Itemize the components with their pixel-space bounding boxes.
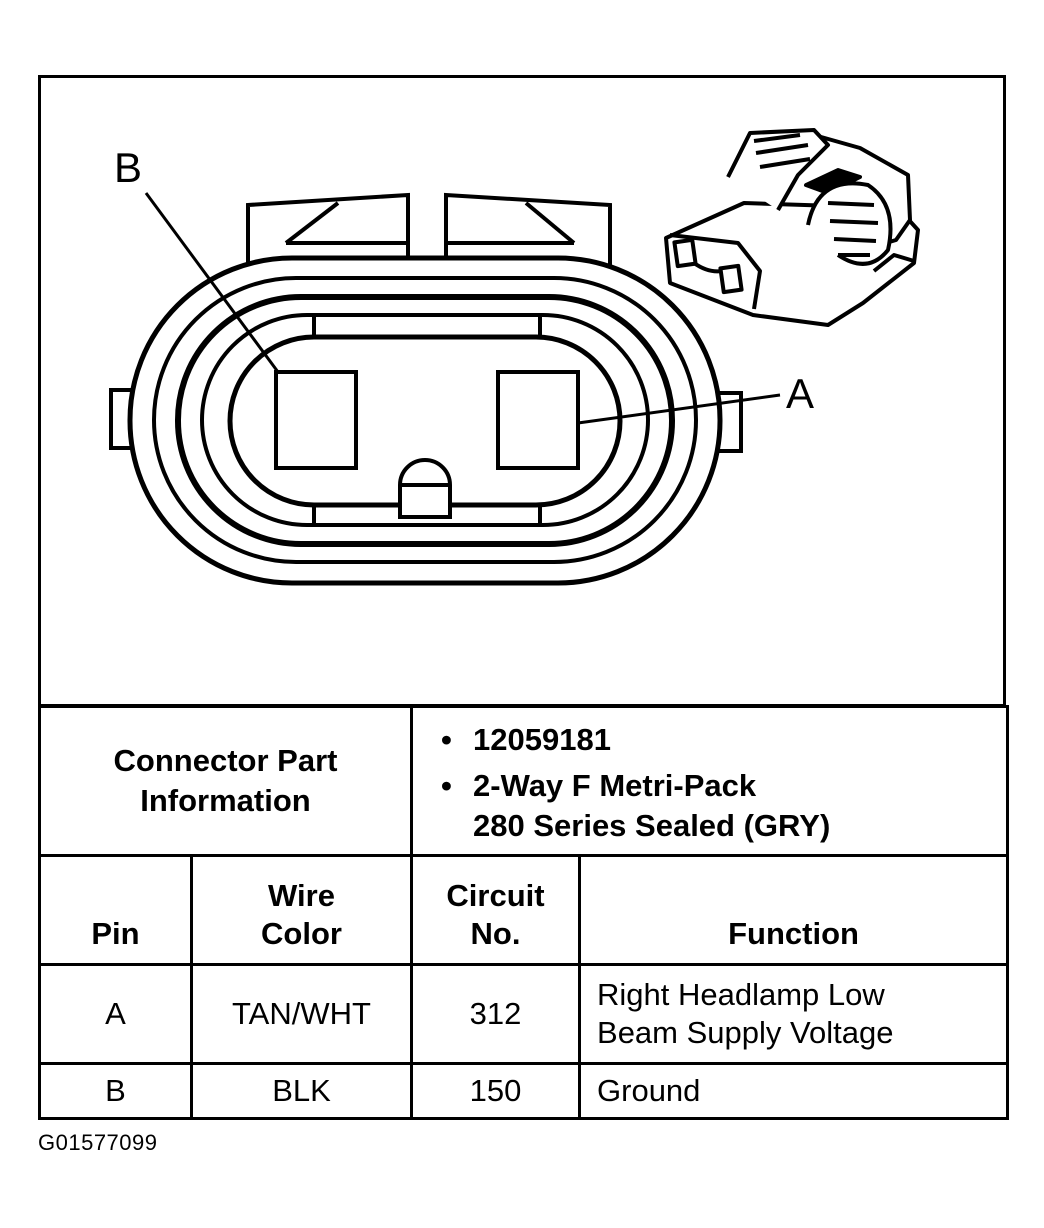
cell-function-line1: Right Headlamp Low bbox=[597, 977, 885, 1012]
cell-function-line2: Beam Supply Voltage bbox=[597, 1015, 894, 1050]
cavity-a bbox=[496, 370, 580, 470]
cell-wire-color: BLK bbox=[189, 1062, 414, 1120]
cell-circuit: 312 bbox=[410, 963, 582, 1065]
header-pin: Pin bbox=[38, 854, 193, 966]
connector-diagram: B A bbox=[38, 75, 1006, 707]
polarizing-key bbox=[398, 458, 452, 519]
connector-info-table: Connector Part Information 12059181 2-Wa… bbox=[37, 705, 1010, 1120]
info-title-line2: Information bbox=[140, 783, 311, 818]
leader-line-a bbox=[577, 393, 781, 425]
header-wire-color-line2: Color bbox=[261, 916, 342, 951]
leader-line-b bbox=[144, 192, 280, 373]
info-title-line1: Connector Part bbox=[113, 743, 338, 778]
connector-isometric-icon bbox=[664, 128, 920, 327]
pin-label-b: B bbox=[114, 144, 142, 191]
connector-part-info-list: 12059181 2-Way F Metri-Pack 280 Series Se… bbox=[410, 705, 1010, 857]
connector-part-info-title: Connector Part Information bbox=[37, 705, 414, 857]
info-item-description-line2: 280 Series Sealed (GRY) bbox=[473, 808, 831, 843]
header-circuit-line2: No. bbox=[470, 916, 521, 951]
cell-circuit: 150 bbox=[410, 1062, 582, 1120]
figure-code: G01577099 bbox=[38, 1130, 158, 1155]
table-row: B BLK 150 Ground bbox=[38, 1062, 1010, 1120]
header-circuit-line1: Circuit bbox=[446, 878, 545, 913]
pin-label-a: A bbox=[786, 370, 814, 417]
connector-housing bbox=[127, 255, 723, 586]
cavity-b bbox=[274, 370, 358, 470]
cell-wire-color: TAN/WHT bbox=[189, 963, 414, 1065]
header-wire-color-line1: Wire bbox=[268, 878, 335, 913]
connector-face-drawing: B A bbox=[38, 75, 1006, 707]
cell-function: Ground bbox=[578, 1062, 1010, 1120]
connector-part-info-row: Connector Part Information 12059181 2-Wa… bbox=[37, 705, 1010, 857]
info-item-part-number: 12059181 bbox=[441, 720, 1006, 760]
cell-pin: B bbox=[38, 1062, 193, 1120]
top-latch-left bbox=[246, 192, 410, 272]
header-function: Function bbox=[578, 854, 1010, 966]
info-item-description-line1: 2-Way F Metri-Pack bbox=[473, 768, 757, 803]
info-item-description: 2-Way F Metri-Pack 280 Series Sealed (GRY… bbox=[441, 766, 1006, 846]
cell-pin: A bbox=[38, 963, 193, 1065]
